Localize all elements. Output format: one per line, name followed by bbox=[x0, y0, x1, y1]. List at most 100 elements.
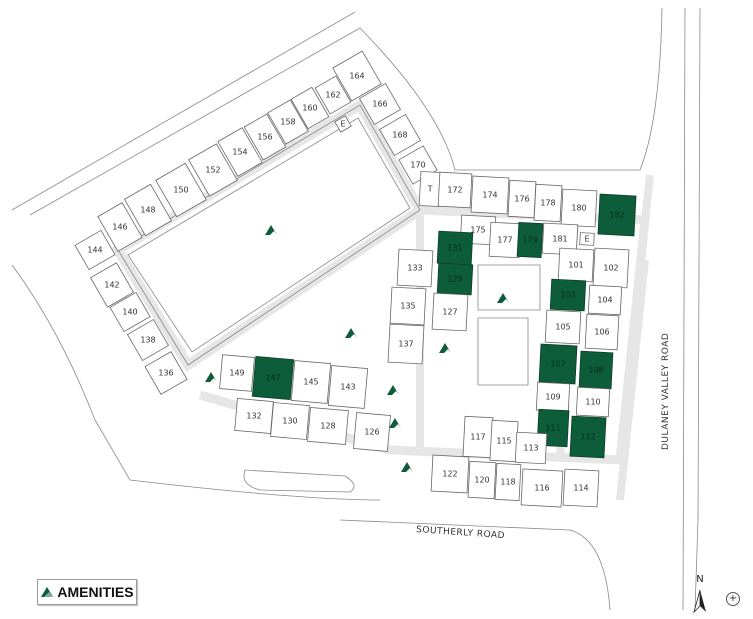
unit-108[interactable]: 108 bbox=[578, 350, 614, 390]
unit-180[interactable]: 180 bbox=[560, 188, 598, 228]
unit-label: 120 bbox=[474, 476, 489, 485]
unit-152[interactable]: 152 bbox=[188, 143, 238, 197]
unit-143[interactable]: 143 bbox=[327, 365, 369, 409]
unit-label: 132 bbox=[246, 412, 261, 421]
unit-label: 162 bbox=[325, 91, 340, 100]
unit-137[interactable]: 137 bbox=[387, 323, 425, 365]
unit-label: 114 bbox=[573, 484, 588, 493]
unit-168[interactable]: 168 bbox=[378, 113, 422, 157]
unit-148[interactable]: 148 bbox=[123, 183, 173, 237]
unit-shape bbox=[431, 292, 469, 332]
amenity-icon[interactable] bbox=[265, 225, 277, 235]
unit-120[interactable]: 120 bbox=[467, 460, 497, 500]
unit-label: 147 bbox=[265, 374, 280, 383]
unit-label: 168 bbox=[392, 131, 407, 140]
unit-label: 150 bbox=[173, 186, 188, 195]
unit-115[interactable]: 115 bbox=[489, 419, 519, 463]
road-label-southerly: SOUTHERLY ROAD bbox=[416, 525, 506, 541]
unit-label: 101 bbox=[568, 261, 583, 270]
unit-label: 128 bbox=[320, 422, 335, 431]
unit-144[interactable]: 144 bbox=[74, 229, 116, 271]
unit-shape bbox=[327, 365, 369, 409]
amenity-icon[interactable] bbox=[497, 293, 509, 303]
unit-150[interactable]: 150 bbox=[155, 162, 207, 218]
unit-130[interactable]: 130 bbox=[270, 402, 310, 440]
unit-135[interactable]: 135 bbox=[389, 286, 427, 326]
unit-110[interactable]: 110 bbox=[575, 386, 611, 418]
unit-107[interactable]: 107 bbox=[538, 343, 578, 385]
amenities-layer bbox=[205, 225, 509, 472]
unit-E[interactable]: E bbox=[334, 115, 352, 133]
unit-145[interactable]: 145 bbox=[290, 360, 332, 404]
amenity-icon[interactable] bbox=[345, 328, 357, 338]
unit-129[interactable]: 129 bbox=[436, 262, 474, 296]
unit-158[interactable]: 158 bbox=[267, 99, 309, 145]
unit-label: 122 bbox=[442, 470, 457, 479]
unit-147[interactable]: 147 bbox=[251, 355, 295, 401]
unit-126[interactable]: 126 bbox=[353, 412, 391, 452]
unit-label: 135 bbox=[400, 302, 415, 311]
amenity-icon[interactable] bbox=[387, 385, 399, 395]
unit-117[interactable]: 117 bbox=[462, 415, 494, 459]
unit-132[interactable]: 132 bbox=[234, 398, 274, 434]
unit-label: 181 bbox=[552, 235, 567, 244]
unit-160[interactable]: 160 bbox=[290, 86, 330, 130]
unit-label: 164 bbox=[349, 72, 364, 81]
unit-shape bbox=[314, 75, 352, 115]
unit-101[interactable]: 101 bbox=[557, 247, 595, 283]
unit-label: 103 bbox=[560, 291, 575, 300]
unit-127[interactable]: 127 bbox=[431, 292, 469, 332]
unit-172[interactable]: 172 bbox=[437, 171, 473, 209]
zoom-in-button[interactable]: + bbox=[726, 592, 740, 606]
unit-138[interactable]: 138 bbox=[126, 318, 170, 362]
unit-shape bbox=[575, 386, 611, 418]
unit-136[interactable]: 136 bbox=[144, 351, 188, 395]
unit-label: 142 bbox=[104, 281, 119, 290]
unit-154[interactable]: 154 bbox=[217, 127, 263, 177]
unit-112[interactable]: 112 bbox=[569, 415, 607, 459]
unit-182[interactable]: 182 bbox=[597, 193, 637, 237]
unit-174[interactable]: 174 bbox=[470, 175, 510, 215]
unit-102[interactable]: 102 bbox=[592, 247, 630, 289]
unit-146[interactable]: 146 bbox=[97, 202, 143, 252]
unit-131[interactable]: 131 bbox=[436, 230, 474, 266]
unit-label: 160 bbox=[302, 104, 317, 113]
unit-162[interactable]: 162 bbox=[314, 75, 352, 115]
unit-142[interactable]: 142 bbox=[89, 262, 135, 308]
unit-178[interactable]: 178 bbox=[533, 183, 563, 223]
unit-177[interactable]: 177 bbox=[488, 221, 522, 259]
unit-104[interactable]: 104 bbox=[587, 284, 623, 316]
unit-140[interactable]: 140 bbox=[109, 291, 151, 333]
unit-114[interactable]: 114 bbox=[562, 468, 600, 508]
unit-shape bbox=[516, 221, 544, 259]
unit-T[interactable]: T bbox=[418, 171, 442, 207]
unit-179[interactable]: 179 bbox=[516, 221, 544, 259]
unit-166[interactable]: 166 bbox=[358, 82, 402, 126]
unit-122[interactable]: 122 bbox=[430, 454, 470, 494]
unit-133[interactable]: 133 bbox=[396, 248, 434, 288]
unit-156[interactable]: 156 bbox=[243, 113, 287, 161]
amenity-icon[interactable] bbox=[439, 343, 451, 353]
unit-109[interactable]: 109 bbox=[535, 381, 571, 413]
unit-149[interactable]: 149 bbox=[219, 354, 255, 392]
unit-E[interactable]: E bbox=[579, 232, 595, 246]
unit-shape bbox=[389, 286, 427, 326]
unit-label: 175 bbox=[470, 226, 485, 235]
amenity-icon[interactable] bbox=[401, 462, 413, 472]
unit-label: 144 bbox=[87, 246, 102, 255]
unit-shape bbox=[437, 171, 473, 209]
unit-105[interactable]: 105 bbox=[544, 309, 582, 345]
unit-176[interactable]: 176 bbox=[507, 179, 537, 219]
unit-103[interactable]: 103 bbox=[549, 278, 587, 312]
amenity-icon[interactable] bbox=[389, 418, 401, 428]
unit-164[interactable]: 164 bbox=[332, 50, 382, 102]
unit-shape bbox=[126, 318, 170, 362]
unit-118[interactable]: 118 bbox=[494, 462, 522, 502]
unit-shape bbox=[533, 183, 563, 223]
unit-128[interactable]: 128 bbox=[307, 406, 349, 446]
unit-106[interactable]: 106 bbox=[584, 313, 620, 351]
unit-116[interactable]: 116 bbox=[520, 468, 564, 508]
amenity-icon[interactable] bbox=[205, 372, 217, 382]
unit-113[interactable]: 113 bbox=[514, 431, 548, 465]
unit-shape bbox=[353, 412, 391, 452]
